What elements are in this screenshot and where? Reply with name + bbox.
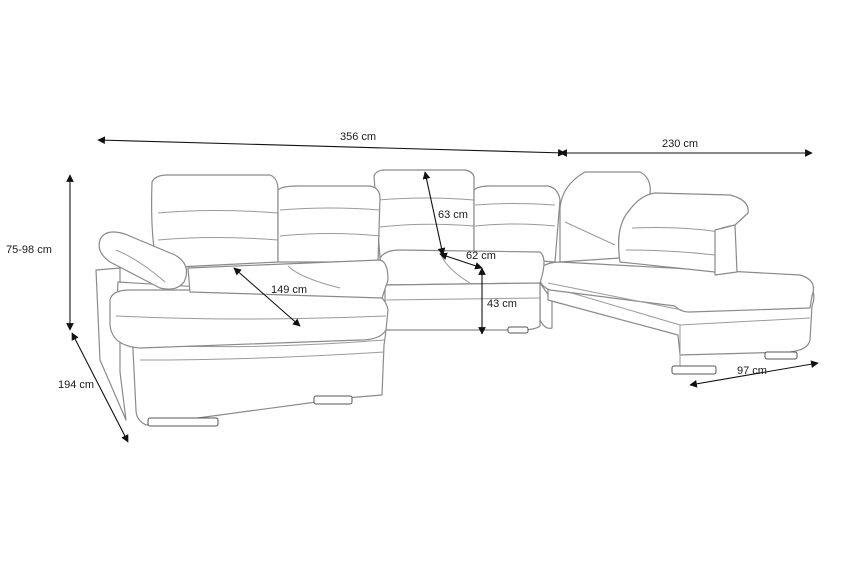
dimension-lines bbox=[66, 136, 819, 443]
label-seat-depth: 62 cm bbox=[466, 250, 496, 262]
dim-line-total-width bbox=[97, 136, 566, 157]
label-right-depth: 97 cm bbox=[737, 365, 767, 377]
label-right-width: 230 cm bbox=[662, 138, 698, 150]
label-left-depth: 194 cm bbox=[58, 379, 94, 391]
label-total-width: 356 cm bbox=[340, 131, 376, 143]
dim-line-right-depth bbox=[689, 360, 819, 388]
label-seat-height: 43 cm bbox=[487, 298, 517, 310]
sofa-outline bbox=[95, 169, 815, 427]
label-backrest: 63 cm bbox=[438, 209, 468, 221]
dim-line-chaise-length bbox=[233, 267, 301, 327]
dim-line-seat-depth bbox=[439, 252, 483, 270]
dim-line-backrest bbox=[422, 171, 446, 256]
dim-line-left-depth bbox=[71, 332, 129, 443]
label-chaise-length: 149 cm bbox=[271, 284, 307, 296]
label-height: 75-98 cm bbox=[6, 244, 52, 256]
dimension-labels: 356 cm 230 cm 75-98 cm 194 cm 149 cm 63 … bbox=[6, 131, 767, 391]
